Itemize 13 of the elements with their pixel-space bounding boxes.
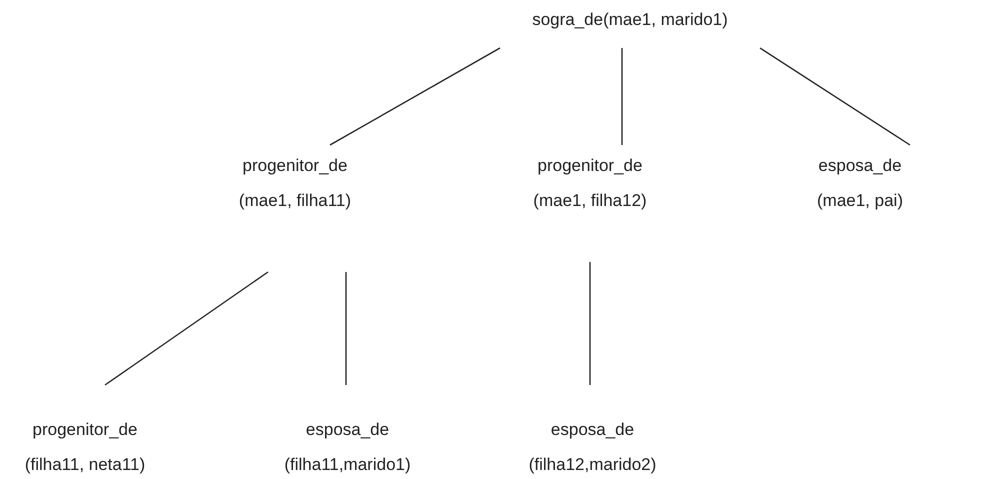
node-label: sogra_de(mae1, marido1) — [531, 9, 729, 31]
node-label: esposa_de (mae1, pai) — [816, 155, 904, 212]
node-label: progenitor_de (mae1, filha12) — [532, 155, 648, 212]
connector-line — [104, 271, 268, 386]
connector-line — [589, 262, 591, 385]
node-label: progenitor_de (mae1, filha11) — [238, 155, 352, 212]
connector-line — [330, 47, 500, 146]
node-label: esposa_de (filha11,marido1) — [283, 419, 412, 476]
connector-line — [621, 48, 623, 145]
node-label: progenitor_de (filha11, neta11) — [24, 419, 146, 476]
node-label: esposa_de (filha12,marido2) — [528, 419, 658, 476]
connector-line — [345, 272, 347, 385]
connector-line — [760, 47, 910, 146]
